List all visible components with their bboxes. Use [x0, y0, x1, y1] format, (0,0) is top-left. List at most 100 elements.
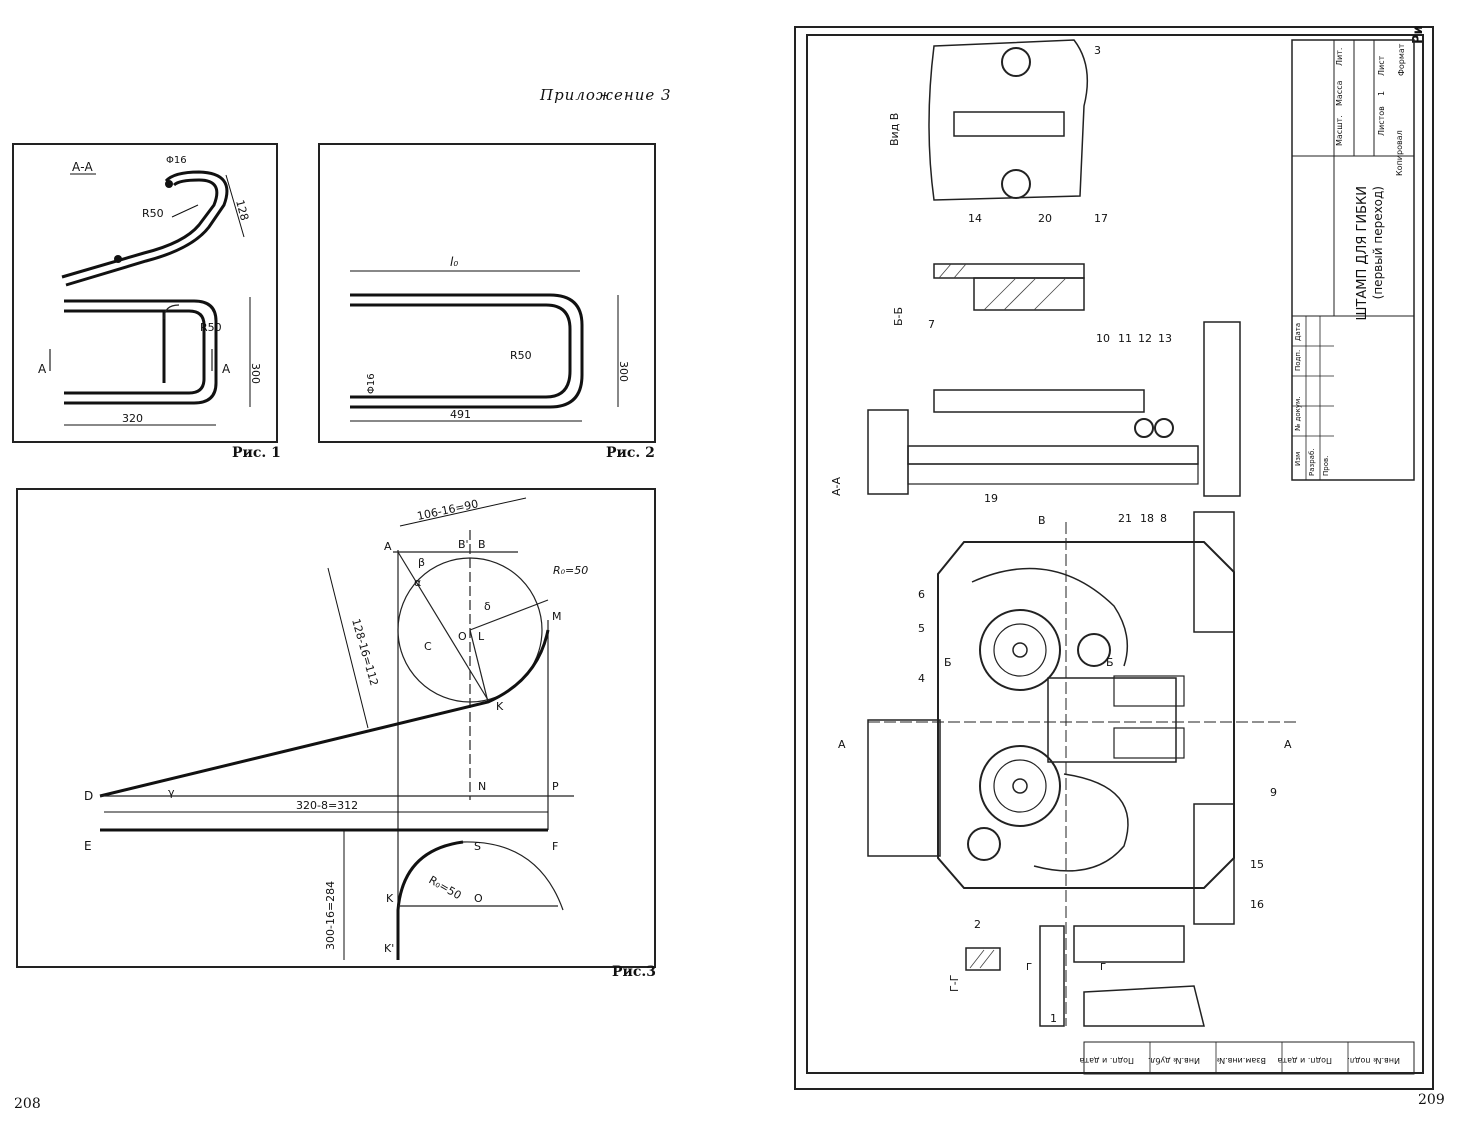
left-page-number: 208 — [14, 1096, 41, 1112]
fig3-point-F: F — [552, 840, 558, 853]
fig3-point-S: S — [474, 840, 481, 853]
arrow-g-right: Г — [1100, 962, 1106, 973]
title-block-title: ШТАМП ДЛЯ ГИБКИ — [1355, 186, 1370, 320]
fig2-dim-radius: R50 — [510, 349, 532, 362]
fig1-drawing: А-А Φ16 R50 128 R50 300 320 А А — [38, 155, 262, 426]
arrow-v: В — [1038, 514, 1046, 527]
part-15: 15 — [1250, 858, 1264, 871]
title-block-sheet: Лист — [1377, 55, 1386, 76]
fig1-section-mark-left: А — [38, 362, 47, 376]
fig2-dim-top-length: l₀ — [450, 255, 458, 269]
part-1: 1 — [1050, 1012, 1057, 1025]
section-gg-label: Г-Г — [948, 974, 961, 992]
part-16: 16 — [1250, 898, 1264, 911]
fig3-point-O: O — [458, 630, 467, 643]
title-block-sheet-no: 1 — [1377, 91, 1386, 96]
part-12: 12 — [1138, 332, 1152, 345]
sign-col-izm: Изм — [1294, 452, 1302, 466]
part-5: 5 — [918, 622, 925, 635]
sign-col-date: Дата — [1294, 323, 1302, 341]
fig3-angle-alpha: α — [414, 576, 421, 589]
fig3-point-K: K — [496, 700, 504, 713]
sign-row-check: Пров. — [1322, 456, 1330, 476]
part-4: 4 — [918, 672, 925, 685]
part-10: 10 — [1096, 332, 1110, 345]
fig2-dim-length: 491 — [450, 408, 471, 421]
title-block-lit: Лит. — [1335, 48, 1344, 66]
appendix-header: Приложение 3 — [540, 86, 672, 104]
fig3-caption: Рис.3 — [612, 964, 657, 980]
fig1-dim-diameter: Φ16 — [166, 155, 187, 166]
fig3-angle-delta: δ — [484, 600, 491, 613]
arrow-a-left: А — [838, 738, 846, 751]
arrow-b-left: Б — [944, 656, 952, 669]
part-11: 11 — [1118, 332, 1132, 345]
fig1-dim-height-top: 128 — [233, 198, 251, 222]
strip-sign-date-1: Подп. и дата — [1277, 1056, 1332, 1065]
part-6: 6 — [918, 588, 925, 601]
sign-row-dev: Разраб. — [1308, 448, 1316, 476]
fig3-point-O2: O — [474, 892, 483, 905]
right-page-number: 209 — [1418, 1092, 1445, 1108]
fig3-point-M: M — [552, 610, 562, 623]
fig1-caption: Рис. 1 — [232, 445, 281, 461]
fig3-point-B1: B' — [458, 538, 469, 551]
fig3-panel: 128-16=112 106-16=90 R₀=50 R₀=50 300-16=… — [16, 488, 656, 968]
section-aa-label: А-А — [830, 477, 843, 496]
title-block-sheets: Листов — [1377, 106, 1386, 136]
part-21: 21 — [1118, 512, 1132, 525]
part-3: 3 — [1094, 44, 1101, 57]
fig1-dim-radius-top: R50 — [142, 207, 164, 220]
section-bb-label: Б-Б — [892, 307, 905, 326]
arrow-a-right: А — [1284, 738, 1292, 751]
fig3-angle-beta: β — [418, 556, 425, 569]
sign-col-sign: Подп. — [1294, 350, 1302, 371]
fig3-point-B: B — [478, 538, 486, 551]
view-v-label: Вид В — [888, 113, 901, 146]
fig3-point-K2: K — [386, 892, 394, 905]
part-7: 7 — [928, 318, 935, 331]
fig1-dim-radius-plan: R50 — [200, 321, 222, 334]
fig1-dim-length: 320 — [122, 412, 143, 425]
strip-inv-dup: Инв.№ дубл. — [1148, 1056, 1200, 1065]
fig3-point-E: E — [84, 839, 92, 853]
title-block-subtitle: (первый переход) — [1371, 186, 1385, 299]
part-18: 18 — [1140, 512, 1154, 525]
fig1-panel: А-А Φ16 R50 128 R50 300 320 А А — [12, 143, 278, 443]
fig3-point-D: D — [84, 789, 93, 803]
fig2-panel: l₀ R50 300 Φ16 491 — [318, 143, 656, 443]
sign-col-doc: № докум. — [1294, 396, 1302, 431]
arrow-b-right: Б — [1106, 656, 1114, 669]
fig3-point-N: N — [478, 780, 486, 793]
strip-sign-date-2: Подп. и дата — [1079, 1056, 1134, 1065]
title-block-format: Формат — [1397, 43, 1406, 76]
fig3-dim-top: 106-16=90 — [416, 497, 480, 523]
fig3-dim-vertical: 300-16=284 — [324, 881, 337, 950]
part-20: 20 — [1038, 212, 1052, 225]
arrow-g-left: Г — [1026, 962, 1032, 973]
fig3-dim-slant: 128-16=112 — [349, 617, 381, 687]
fig1-section-label: А-А — [72, 160, 94, 174]
strip-replaced: Взам.инв.№ — [1216, 1056, 1266, 1065]
part-2: 2 — [974, 918, 981, 931]
fig3-point-L: L — [478, 630, 485, 643]
part-17: 17 — [1094, 212, 1108, 225]
fig3-point-A: A — [384, 540, 392, 553]
fig3-dim-radius2: R₀=50 — [427, 873, 464, 902]
fig3-point-C: C — [424, 640, 432, 653]
fig3-angle-gamma: γ — [168, 786, 175, 799]
fig4-outer-frame — [794, 26, 1434, 1090]
part-14: 14 — [968, 212, 982, 225]
strip-inv-orig: Инв.№ подл. — [1347, 1056, 1400, 1065]
fig3-drawing: 128-16=112 106-16=90 R₀=50 R₀=50 300-16=… — [84, 497, 588, 960]
title-block-copied: Копировал — [1395, 130, 1404, 176]
title-block-scale: Масшт. — [1335, 115, 1344, 146]
fig3-dim-bottom: 320-8=312 — [296, 799, 358, 812]
fig3-point-K3: K' — [384, 942, 394, 955]
fig3-point-P: P — [552, 780, 559, 793]
fig4-inner-frame — [806, 34, 1424, 1074]
fig2-drawing: l₀ R50 300 Φ16 491 — [350, 255, 630, 422]
fig2-dim-height: 300 — [617, 361, 630, 382]
fig4-drawing: Рис. 4 ШТАМП ДЛЯ ГИБКИ (первый переход) … — [830, 26, 1426, 1075]
fig2-caption: Рис. 2 — [606, 445, 655, 461]
